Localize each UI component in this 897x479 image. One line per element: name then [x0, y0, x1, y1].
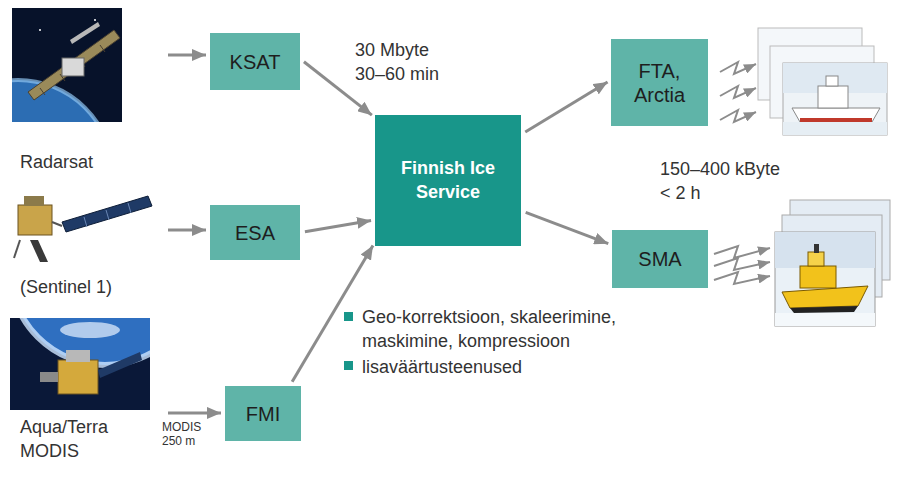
satellite-card: Radarsat [8, 6, 163, 176]
service-box: Finnish Ice Service [375, 115, 521, 246]
box-label: KSAT [230, 50, 281, 74]
satellite-picture [12, 8, 122, 122]
flow-arrow [168, 53, 206, 56]
provider-box: FMI [225, 386, 301, 441]
flow-arrow [168, 228, 206, 231]
delivery-time: < 2 h [660, 181, 701, 205]
satellite-picture [14, 196, 152, 262]
bullet-text: lisaväärtusteenused [362, 355, 662, 379]
ship-photo [775, 200, 890, 326]
bullet-square [344, 361, 353, 370]
box-label: FMI [246, 402, 280, 426]
satellite-card: (Sentinel 1) [8, 183, 163, 301]
flow-arrow [168, 411, 221, 414]
satellite-name: Aqua/Terra MODIS [20, 416, 140, 463]
ship-photo [758, 28, 887, 135]
box-label: FTA, Arctia [622, 59, 697, 107]
box-label: Finnish Ice Service [393, 157, 503, 204]
flow-arrow [292, 246, 373, 382]
flow-arrow [525, 82, 607, 132]
box-label: ESA [235, 221, 275, 245]
satellite-name: (Sentinel 1) [20, 276, 112, 299]
bullet-square [344, 312, 353, 321]
data-size: 30 Mbyte [355, 38, 429, 62]
provider-box: KSAT [210, 33, 300, 90]
data-size: 150–400 kByte [660, 157, 780, 181]
edge-label: MODIS 250 m [162, 420, 207, 448]
client-box: SMA [612, 230, 708, 288]
flow-arrow [305, 220, 371, 231]
box-label: SMA [638, 247, 681, 271]
provider-box: ESA [210, 205, 300, 260]
satellite-card: Aqua/Terra MODIS [8, 315, 163, 465]
bullet-text: Geo-korrektsioon, skaleerimine, maskimin… [362, 305, 662, 353]
flow-arrow [526, 212, 609, 243]
client-box: FTA, Arctia [611, 39, 708, 126]
satellite-name: Radarsat [20, 151, 93, 174]
satellite-picture [10, 318, 150, 410]
delivery-time: 30–60 min [355, 62, 439, 86]
